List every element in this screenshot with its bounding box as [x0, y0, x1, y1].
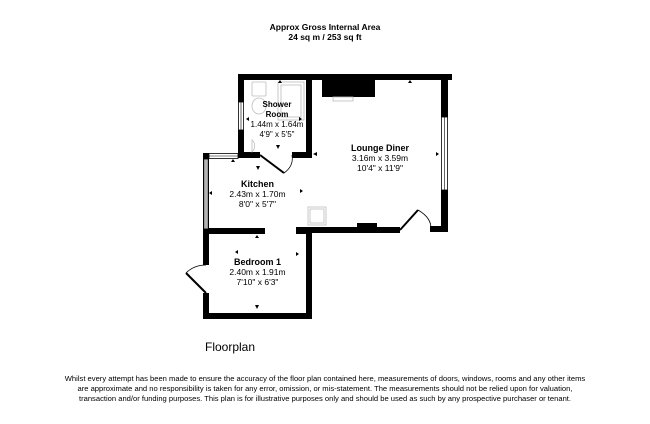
room-metric: 3.16m x 3.59m [351, 153, 409, 163]
fixtures [251, 81, 354, 226]
room-imperial: 7'10" x 6'3" [236, 277, 279, 287]
room-name: Kitchen [240, 179, 274, 189]
room-name: Room [265, 110, 289, 119]
window-lines [205, 102, 445, 229]
room-metric: 1.44m x 1.64m [250, 120, 304, 129]
area-header: Approx Gross Internal Area 24 sq m / 253… [0, 22, 650, 42]
room-bedroom-1: Bedroom 1 2.40m x 1.91m 7'10" x 6'3" [215, 257, 300, 287]
room-name: Lounge Diner [351, 143, 409, 153]
room-kitchen: Kitchen 2.43m x 1.70m 8'0" x 5'7" [215, 179, 300, 209]
disclaimer-text: Whilst every attempt has been made to en… [64, 374, 586, 403]
room-imperial: 4'9" x 5'5" [259, 130, 295, 139]
room-lounge-diner: Lounge Diner 3.16m x 3.59m 10'4" x 11'9" [330, 143, 430, 173]
doors [185, 154, 432, 294]
area-title: Approx Gross Internal Area [269, 22, 381, 32]
room-imperial: 8'0" x 5'7" [238, 199, 277, 209]
dimension-arrows [209, 80, 439, 309]
room-name: Bedroom 1 [233, 257, 281, 267]
room-name: Shower [262, 100, 292, 109]
room-metric: 2.40m x 1.91m [229, 267, 286, 277]
room-metric: 2.43m x 1.70m [229, 189, 286, 199]
floor-title: Floorplan [205, 340, 256, 354]
area-value: 24 sq m / 253 sq ft [288, 32, 362, 42]
room-shower: Shower Room 1.44m x 1.64m 4'9" x 5'5" [246, 100, 308, 140]
room-imperial: 10'4" x 11'9" [357, 163, 403, 173]
